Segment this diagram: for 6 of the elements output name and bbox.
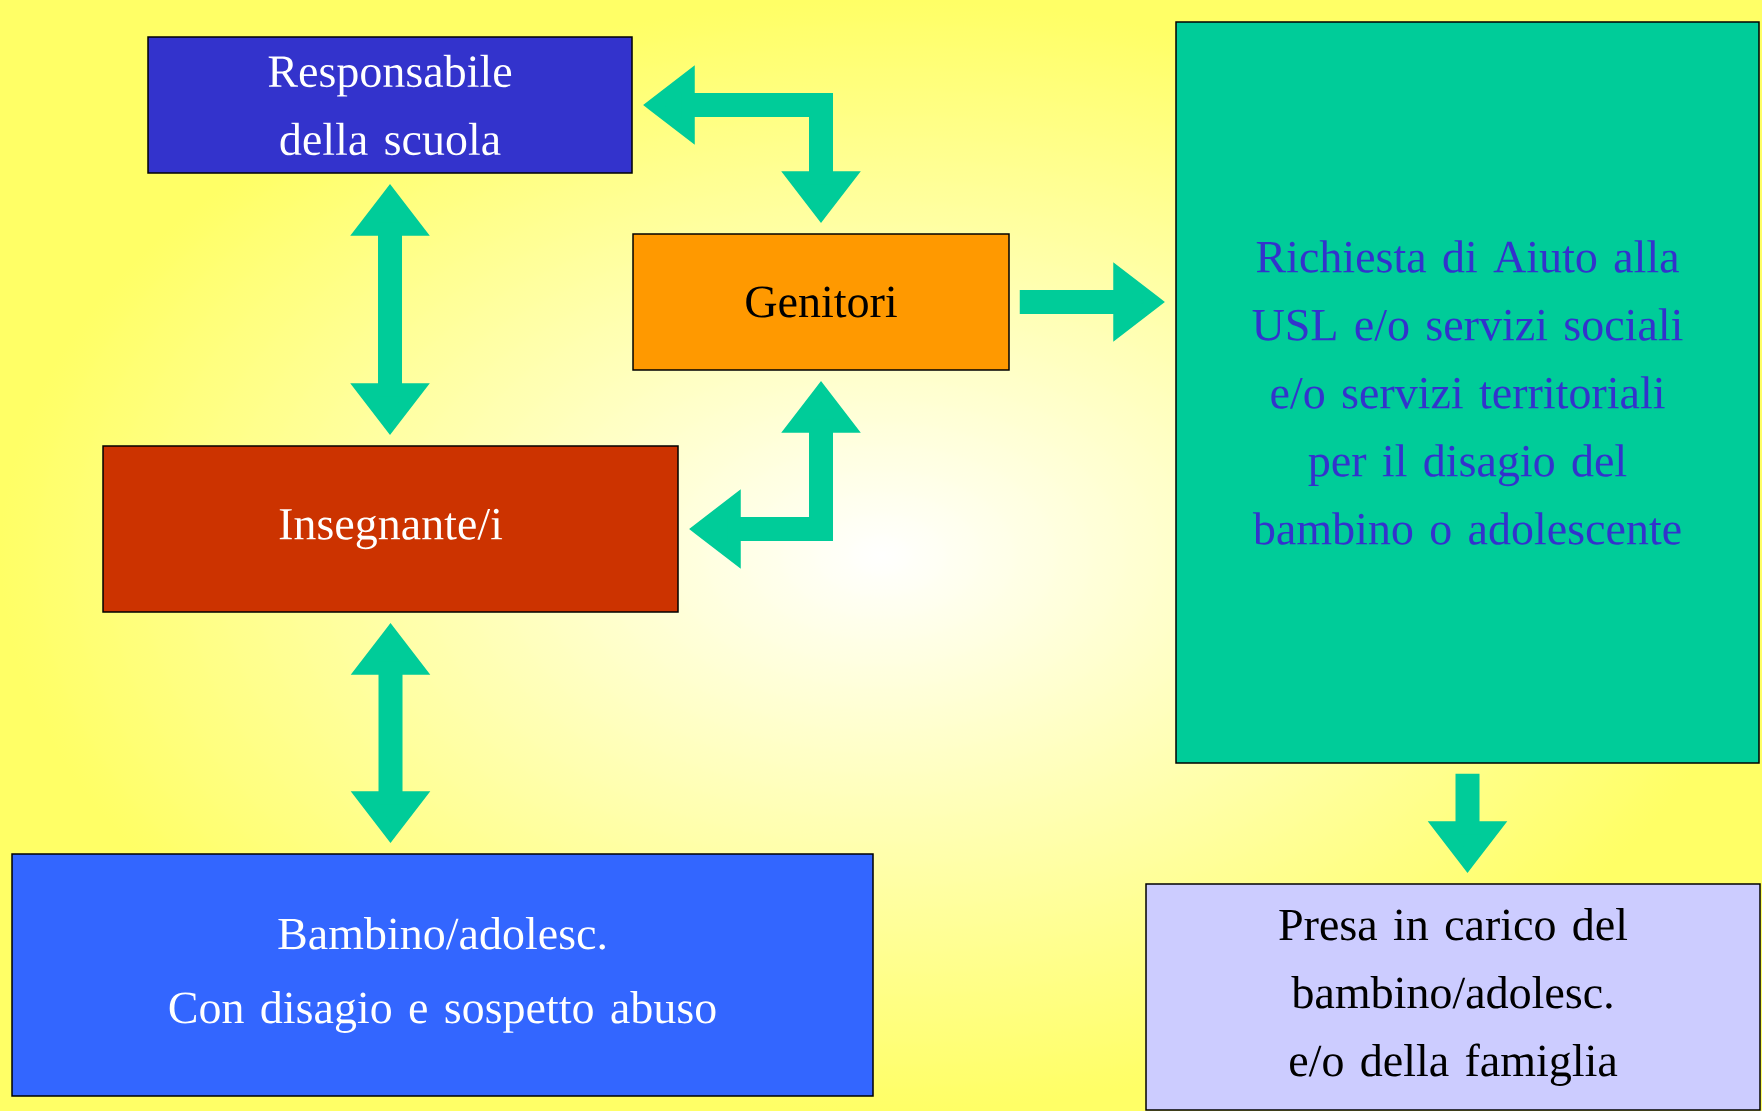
process-box: Presa in carico del bambino/adolesc. e/o della famiglia: [1145, 883, 1761, 1111]
process-box: Insegnante/i: [102, 445, 679, 613]
process-box: Bambino/adolesc. Con disagio e sospetto abuso: [11, 853, 874, 1097]
process-box: Richiesta di Aiuto alla USL e/o servizi sociali e/o servizi territoriali per il disagio del bambino o adolescente: [1175, 21, 1760, 764]
process-box: Responsabile della scuola: [147, 36, 633, 174]
process-box: Genitori: [632, 233, 1010, 371]
